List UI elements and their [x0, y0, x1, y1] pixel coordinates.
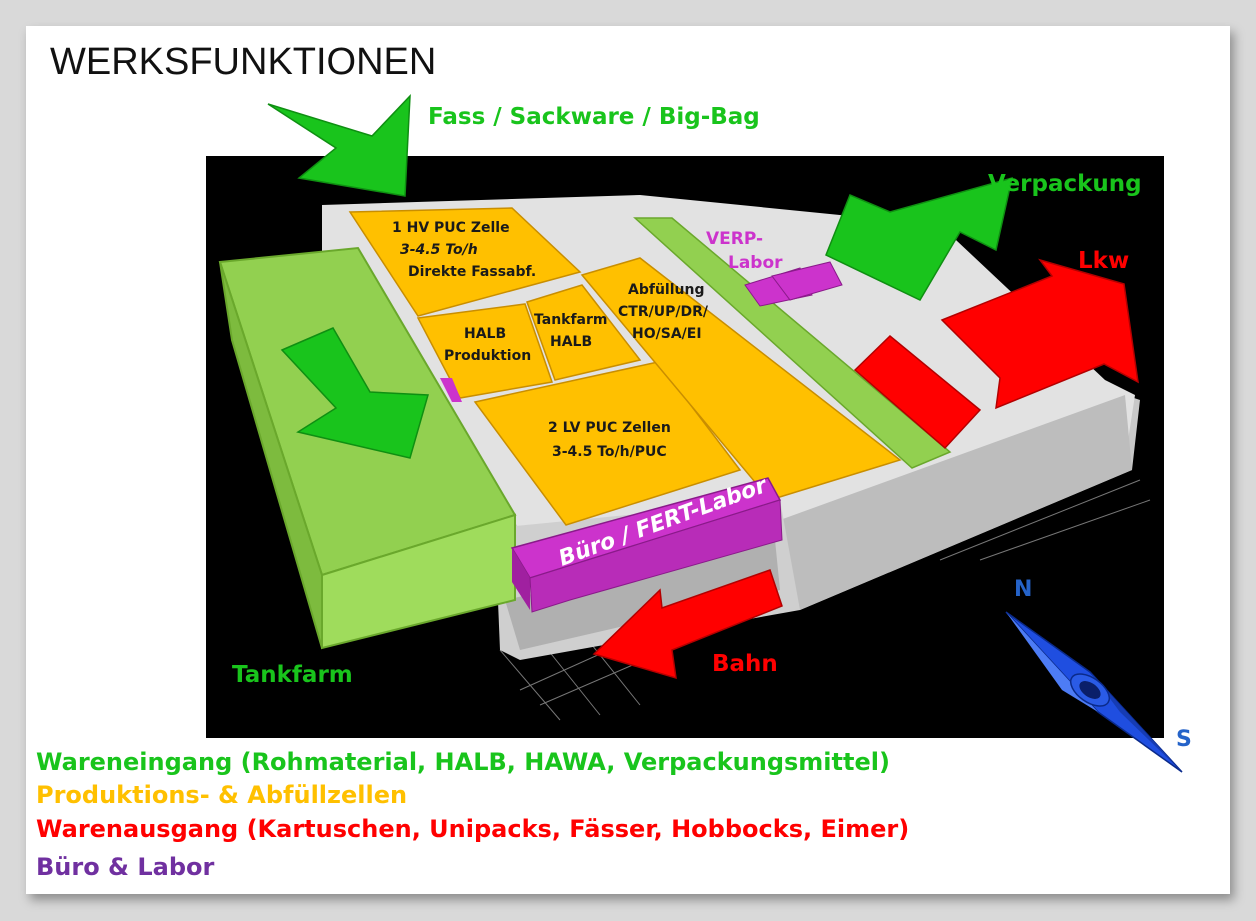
tankfarm-halb-line-2: HALB: [550, 334, 592, 350]
compass-south-label: S: [1176, 727, 1192, 752]
slide: WERKSFUNKTIONEN: [26, 26, 1230, 894]
lv-puc-line-2: 3-4.5 To/h/PUC: [552, 444, 667, 460]
halb-produktion-line-1: HALB: [464, 326, 506, 342]
small-lab-room: [440, 378, 462, 402]
abfuellung-line-1: Abfüllung: [628, 282, 704, 298]
inbound-arrow-verpackung: [825, 176, 1014, 301]
zone-tankfarm-halb: [526, 284, 642, 381]
legend-inbound: Wareneingang (Rohmaterial, HALB, HAWA, V…: [36, 748, 890, 776]
halb-produktion-line-2: Produktion: [444, 348, 531, 364]
green-corridor: [633, 217, 952, 469]
inbound-arrow-tankfarm: [280, 327, 429, 459]
label-lkw: Lkw: [1078, 248, 1129, 274]
abfuellung-line-3: HO/SA/EI: [632, 326, 702, 342]
label-fass-sackware: Fass / Sackware / Big-Bag: [428, 104, 760, 130]
verp-labor-room-right: [771, 261, 843, 301]
label-verpackung: Verpackung: [988, 171, 1142, 197]
zone-lv-puc: [473, 361, 742, 526]
verp-labor-line-1: VERP-: [706, 229, 763, 249]
legend-production: Produktions- & Abfüllzellen: [36, 781, 407, 809]
abfuellung-line-2: CTR/UP/DR/: [618, 304, 709, 320]
lv-puc-line-1: 2 LV PUC Zellen: [548, 420, 671, 436]
zone-hv-puc: [348, 207, 582, 317]
zone-abfuellung: [580, 257, 902, 501]
office-lab-block: [510, 477, 783, 613]
legend-outbound: Warenausgang (Kartuschen, Unipacks, Fäss…: [36, 815, 909, 843]
tankfarm-halb-line-1: Tankfarm: [534, 312, 608, 328]
inbound-arrow-fass: [267, 94, 411, 197]
page-title: WERKSFUNKTIONEN: [50, 41, 436, 83]
compass-icon: [1005, 611, 1183, 773]
hv-puc-line-2: 3-4.5 To/h: [400, 242, 478, 258]
plant-diagram: WERKSFUNKTIONEN: [36, 41, 1192, 881]
label-tankfarm: Tankfarm: [232, 662, 353, 688]
outbound-arrow-lkw: [940, 258, 1139, 410]
zone-halb-produktion: [416, 303, 553, 399]
label-bahn: Bahn: [712, 651, 778, 677]
hv-puc-line-3: Direkte Fassabf.: [408, 264, 536, 280]
outbound-arrow-bahn: [592, 569, 783, 680]
legend-office-lab: Büro & Labor: [36, 853, 215, 881]
compass-north-label: N: [1014, 577, 1032, 602]
hv-puc-line-1: 1 HV PUC Zelle: [392, 220, 510, 236]
verp-labor-line-2: Labor: [728, 253, 783, 273]
truck-dock: [853, 334, 982, 450]
